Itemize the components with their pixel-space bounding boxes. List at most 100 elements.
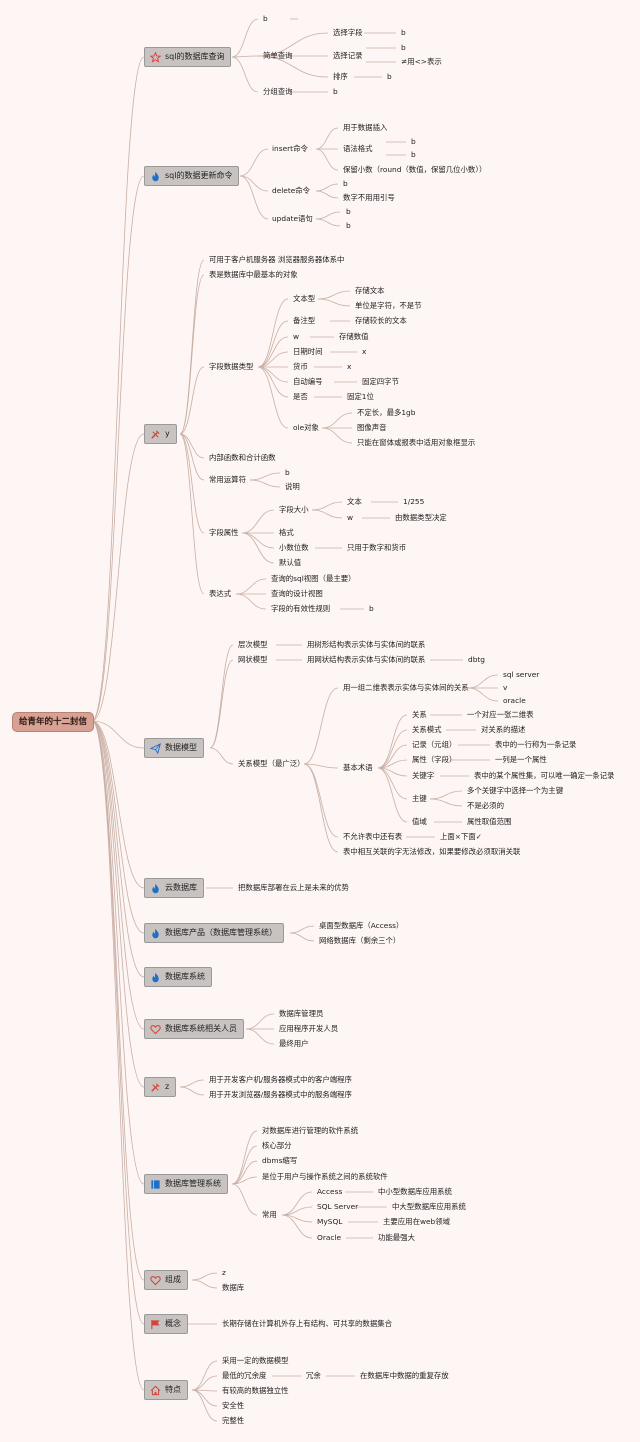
topic-node[interactable]: 是位于用户与操作系统之间的系统软件 bbox=[262, 1172, 388, 1181]
topic-node[interactable]: dbms缩写 bbox=[262, 1156, 298, 1165]
topic-node[interactable]: b bbox=[333, 87, 338, 96]
topic-node[interactable]: 排序 bbox=[333, 72, 348, 81]
topic-node[interactable]: 对数据库进行管理的软件系统 bbox=[262, 1126, 359, 1135]
topic-node[interactable]: w bbox=[347, 513, 354, 522]
topic-node[interactable]: 网络数据库（剩余三个） bbox=[319, 936, 401, 945]
topic-node[interactable]: 只能在窗体或报表中适用对象框显示 bbox=[357, 438, 476, 447]
topic-node[interactable]: 固定1位 bbox=[347, 392, 374, 401]
branch-sql-update[interactable]: sql的数据更新命令 bbox=[144, 166, 240, 186]
topic-node[interactable]: 备注型 bbox=[293, 316, 316, 325]
topic-node[interactable]: 字段的有效性规则 bbox=[271, 604, 331, 613]
topic-node[interactable]: 查询的设计视图 bbox=[271, 589, 323, 598]
topic-node[interactable]: 多个关键字中选择一个为主键 bbox=[467, 786, 564, 795]
topic-node[interactable]: 安全性 bbox=[222, 1401, 245, 1410]
topic-node[interactable]: 单位是字符，不是节 bbox=[355, 301, 422, 310]
topic-node[interactable]: 最低的冗余度 bbox=[222, 1371, 267, 1380]
topic-node[interactable]: v bbox=[503, 683, 508, 692]
topic-node[interactable]: 分组查询 bbox=[263, 87, 293, 96]
topic-node[interactable]: dbtg bbox=[468, 655, 485, 664]
topic-node[interactable]: 中大型数据库应用系统 bbox=[392, 1202, 466, 1211]
topic-node[interactable]: 数字不用用引号 bbox=[343, 193, 395, 202]
topic-node[interactable]: delete命令 bbox=[272, 186, 311, 195]
topic-node[interactable]: 保留小数（round（数值，保留几位小数）） bbox=[343, 165, 487, 174]
topic-node[interactable]: 属性取值范围 bbox=[467, 817, 512, 826]
branch-db-system[interactable]: 数据库系统 bbox=[144, 967, 212, 987]
topic-node[interactable]: 表中相互关联的字无法修改，如果要修改必须取消关联 bbox=[343, 847, 521, 856]
topic-node[interactable]: 图像声音 bbox=[357, 423, 387, 432]
topic-node[interactable]: b bbox=[387, 72, 392, 81]
topic-node[interactable]: 在数据库中数据的重复存放 bbox=[360, 1371, 449, 1380]
topic-node[interactable]: 自动编号 bbox=[293, 377, 323, 386]
topic-node[interactable]: 语法格式 bbox=[343, 144, 373, 153]
topic-node[interactable]: 不是必须的 bbox=[467, 801, 504, 810]
topic-node[interactable]: b bbox=[346, 207, 351, 216]
topic-node[interactable]: 属性（字段） bbox=[412, 755, 457, 764]
topic-node[interactable]: 字段属性 bbox=[209, 528, 239, 537]
topic-node[interactable]: b bbox=[369, 604, 374, 613]
topic-node[interactable]: 可用于客户机服务器 浏览器服务器体系中 bbox=[209, 255, 345, 264]
topic-node[interactable]: b bbox=[401, 43, 406, 52]
topic-node[interactable]: update语句 bbox=[272, 214, 313, 223]
topic-node[interactable]: b bbox=[411, 137, 416, 146]
topic-node[interactable]: 1/255 bbox=[403, 497, 425, 506]
topic-node[interactable]: 表中的一行称为一条记录 bbox=[495, 740, 577, 749]
branch-db-products[interactable]: 数据库产品（数据库管理系统） bbox=[144, 923, 284, 943]
topic-node[interactable]: 由数据类型决定 bbox=[395, 513, 447, 522]
topic-node[interactable]: SQL Server bbox=[317, 1202, 359, 1211]
topic-node[interactable]: 长期存储在计算机外存上有结构、可共享的数据集合 bbox=[222, 1319, 392, 1328]
branch-z[interactable]: z bbox=[144, 1077, 177, 1097]
topic-node[interactable]: 不定长，最多1gb bbox=[357, 408, 416, 417]
topic-node[interactable]: 用于开发客户机/服务器模式中的客户端程序 bbox=[209, 1075, 352, 1084]
topic-node[interactable]: b bbox=[346, 221, 351, 230]
topic-node[interactable]: b bbox=[411, 150, 416, 159]
topic-node[interactable]: 主要应用在web领域 bbox=[383, 1217, 451, 1226]
topic-node[interactable]: 一列是一个属性 bbox=[495, 755, 547, 764]
topic-node[interactable]: MySQL bbox=[317, 1217, 343, 1226]
branch-dbms[interactable]: 数据库管理系统 bbox=[144, 1174, 228, 1194]
topic-node[interactable]: 网状模型 bbox=[238, 655, 268, 664]
topic-node[interactable]: 固定四字节 bbox=[362, 377, 399, 386]
topic-node[interactable]: 常用 bbox=[262, 1210, 277, 1219]
topic-node[interactable]: 小数位数 bbox=[279, 543, 309, 552]
topic-node[interactable]: ole对象 bbox=[293, 423, 319, 432]
topic-node[interactable]: 文本型 bbox=[293, 294, 316, 303]
topic-node[interactable]: 记录（元组） bbox=[412, 740, 457, 749]
topic-node[interactable]: 基本术语 bbox=[343, 763, 373, 772]
topic-node[interactable]: 用于数据插入 bbox=[343, 123, 388, 132]
topic-node[interactable]: 简单查询 bbox=[263, 51, 293, 60]
topic-node[interactable]: 采用一定的数据模型 bbox=[222, 1356, 289, 1365]
topic-node[interactable]: 查询的sql视图（最主要） bbox=[271, 574, 356, 583]
topic-node[interactable]: b bbox=[401, 28, 406, 37]
branch-sql-query[interactable]: sql的数据库查询 bbox=[144, 47, 232, 67]
topic-node[interactable]: x bbox=[362, 347, 367, 356]
topic-node[interactable]: 字段数据类型 bbox=[209, 362, 254, 371]
topic-node[interactable]: Access bbox=[317, 1187, 343, 1196]
topic-node[interactable]: 一个对应一张二维表 bbox=[467, 710, 534, 719]
topic-node[interactable]: 默认值 bbox=[279, 558, 302, 567]
topic-node[interactable]: z bbox=[222, 1268, 226, 1277]
topic-node[interactable]: 说明 bbox=[285, 482, 300, 491]
topic-node[interactable]: insert命令 bbox=[272, 144, 308, 153]
topic-node[interactable]: 货币 bbox=[293, 362, 308, 371]
branch-db-people[interactable]: 数据库系统相关人员 bbox=[144, 1019, 244, 1039]
topic-node[interactable]: 存储数值 bbox=[339, 332, 369, 341]
topic-node[interactable]: 格式 bbox=[279, 528, 294, 537]
topic-node[interactable]: 对关系的描述 bbox=[481, 725, 526, 734]
topic-node[interactable]: 常用运算符 bbox=[209, 475, 246, 484]
branch-data-model[interactable]: 数据模型 bbox=[144, 738, 204, 758]
topic-node[interactable]: b bbox=[285, 468, 290, 477]
topic-node[interactable]: 表是数据库中最基本的对象 bbox=[209, 270, 298, 279]
topic-node[interactable]: 表中的某个属性集，可以唯一确定一条记录 bbox=[474, 771, 615, 780]
topic-node[interactable]: oracle bbox=[503, 696, 526, 705]
topic-node[interactable]: 用一组二维表表示实体与实体间的关系 bbox=[343, 683, 469, 692]
topic-node[interactable]: 关系模式 bbox=[412, 725, 442, 734]
topic-node[interactable]: 存储文本 bbox=[355, 286, 385, 295]
topic-node[interactable]: 主键 bbox=[412, 794, 427, 803]
topic-node[interactable]: 中小型数据库应用系统 bbox=[378, 1187, 452, 1196]
topic-node[interactable]: 冗余 bbox=[306, 1371, 321, 1380]
topic-node[interactable]: 上面×下面✓ bbox=[440, 832, 482, 841]
topic-node[interactable]: 功能最强大 bbox=[378, 1233, 415, 1242]
topic-node[interactable]: 存储较长的文本 bbox=[355, 316, 407, 325]
topic-node[interactable]: 层次模型 bbox=[238, 640, 268, 649]
topic-node[interactable]: 应用程序开发人员 bbox=[279, 1024, 339, 1033]
